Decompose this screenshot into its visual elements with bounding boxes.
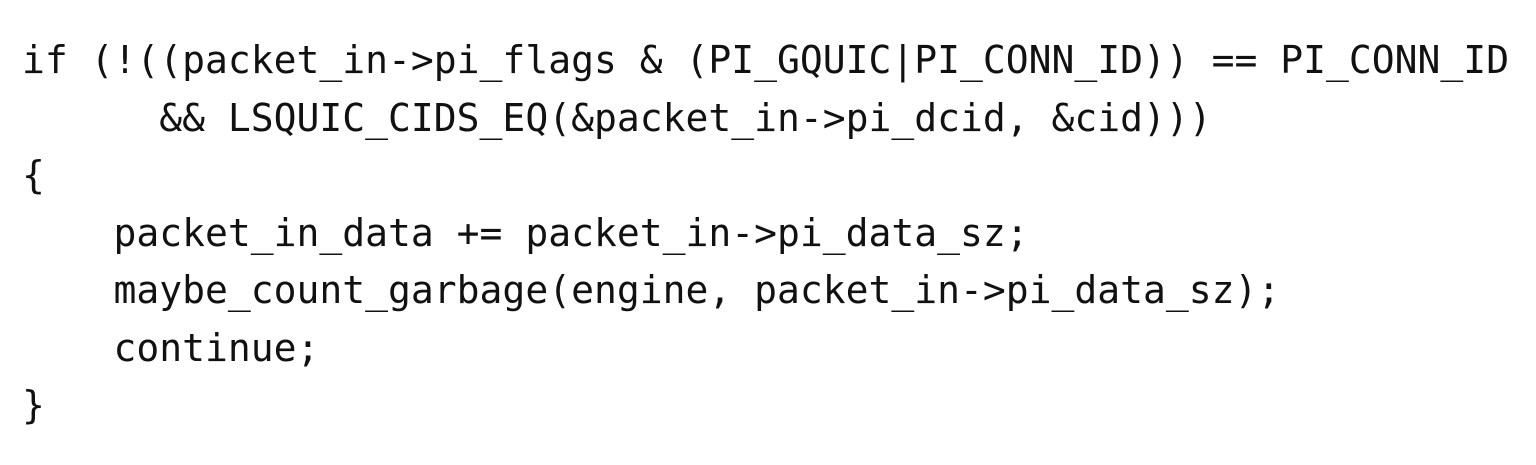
code-block: if (!((packet_in->pi_flags & (PI_GQUIC|P… (22, 32, 1509, 435)
code-line: continue; (22, 325, 320, 370)
code-line: } (22, 383, 45, 427)
code-line: && LSQUIC_CIDS_EQ(&packet_in->pi_dcid, &… (22, 95, 1212, 140)
code-line: if (!((packet_in->pi_flags & (PI_GQUIC|P… (22, 38, 1510, 82)
code-line: { (22, 153, 45, 197)
code-line: maybe_count_garbage(engine, packet_in->p… (22, 268, 1281, 312)
code-line: packet_in_data += packet_in->pi_data_sz; (22, 210, 1029, 255)
